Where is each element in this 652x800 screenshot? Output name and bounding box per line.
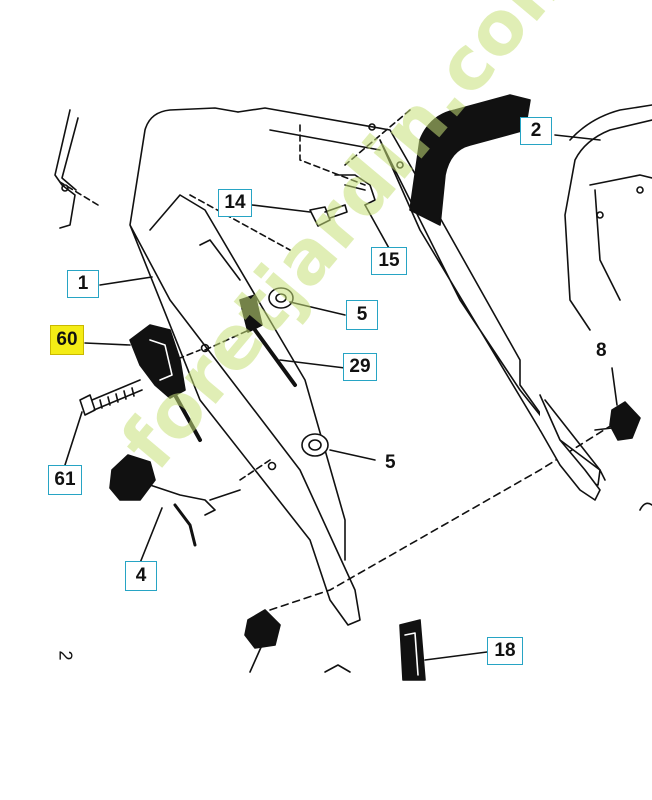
callout-29[interactable]: 29 [343,353,377,381]
left-bracket [54,109,76,229]
callout-18[interactable]: 18 [487,637,523,665]
callout-14[interactable]: 14 [218,189,252,217]
callout-4[interactable]: 4 [125,561,157,591]
label-5-lower[interactable]: 5 [385,452,396,473]
top-frame [564,104,652,331]
callout-61[interactable]: 61 [48,465,82,495]
clip-15 [334,174,376,206]
callout-60[interactable]: 60 [50,325,84,355]
knob-bottom [244,609,281,649]
left-bracket-inner [61,117,79,191]
nut-5-upper [268,287,294,309]
handle-right-bar [379,139,601,486]
knob-8 [609,401,641,441]
grip [409,94,531,226]
page-marker: 2 [55,650,76,661]
nut-5-lower [301,433,329,457]
knob-4 [109,454,241,547]
cable-29 [199,239,297,387]
callout-1[interactable]: 1 [67,270,99,298]
bolt-14 [309,204,348,227]
callout-5[interactable]: 5 [346,300,378,330]
handle-left-bar [129,107,361,626]
label-8[interactable]: 8 [596,340,607,361]
lever-60 [129,324,202,442]
callout-2[interactable]: 2 [520,117,552,145]
screw-61 [79,379,143,416]
grip-18 [399,619,426,681]
callout-15[interactable]: 15 [371,247,407,275]
